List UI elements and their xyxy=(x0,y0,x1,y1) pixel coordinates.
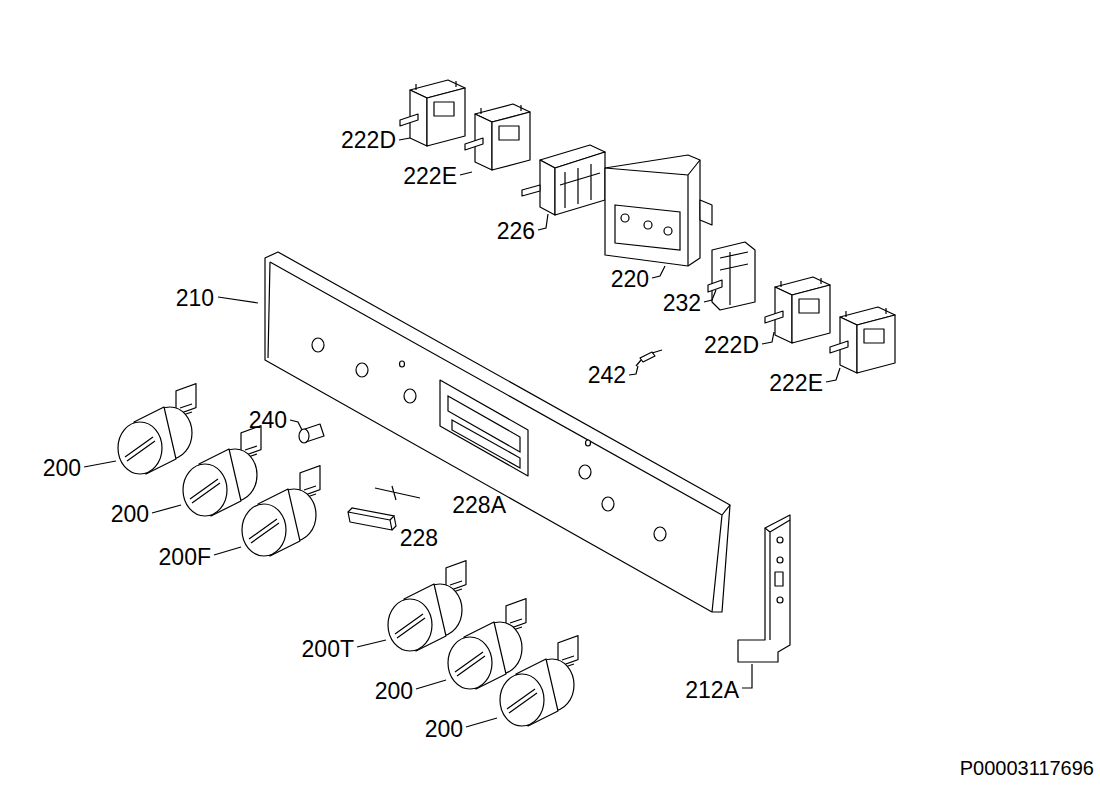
callout-number: 212A xyxy=(685,679,739,702)
selector-switch xyxy=(522,145,605,215)
leader-line xyxy=(214,547,241,555)
callout-number: 240 xyxy=(249,409,287,432)
leader-line xyxy=(762,332,774,344)
callout-number: 228 xyxy=(400,527,438,550)
button-face xyxy=(299,429,309,443)
panel-hole xyxy=(356,363,368,377)
leader-line xyxy=(84,461,116,467)
leader-line xyxy=(742,664,752,688)
leader-line xyxy=(152,505,181,513)
selector-shaft xyxy=(522,185,540,196)
callout-number: 200T xyxy=(302,638,354,661)
callout-number: 242 xyxy=(588,364,626,387)
bracket-slot xyxy=(775,572,783,586)
knob-200 xyxy=(118,384,196,474)
light-guide xyxy=(348,486,420,530)
panel-hole-small xyxy=(586,440,591,446)
panel-hole-small xyxy=(400,361,405,367)
switch-222d-top xyxy=(400,80,465,146)
panel-window-slots xyxy=(448,396,520,468)
panel-window-frame xyxy=(440,380,528,476)
callout-number: 228A xyxy=(452,494,506,517)
callout-number: 200F xyxy=(159,546,211,569)
switch-222e-bottom xyxy=(830,307,895,373)
display-tab xyxy=(700,200,712,225)
callout-number: 232 xyxy=(663,292,701,315)
display-button xyxy=(621,214,629,222)
callout-number: 200 xyxy=(111,503,149,526)
lamp-wire xyxy=(636,350,662,366)
panel-face xyxy=(268,262,730,612)
drawing-code: P00003117696 xyxy=(960,758,1094,778)
bracket-hole xyxy=(777,557,783,563)
callout-number: 222D xyxy=(704,334,759,357)
display-body xyxy=(605,155,700,266)
display-button xyxy=(644,221,652,229)
leader-line xyxy=(704,290,716,302)
callout-number: 200 xyxy=(375,680,413,703)
control-panel xyxy=(265,252,730,612)
leader-lines xyxy=(84,138,840,727)
display-edge xyxy=(605,160,700,266)
leader-line xyxy=(466,718,497,727)
panel-hole xyxy=(579,465,591,479)
panel-hole xyxy=(654,527,666,541)
knob-200f xyxy=(242,466,320,556)
leader-line xyxy=(357,640,386,647)
bracket-hole xyxy=(777,597,783,603)
display-module xyxy=(605,155,712,266)
rod-228a xyxy=(375,486,420,500)
leader-line xyxy=(826,368,840,382)
callout-number: 222E xyxy=(769,372,823,395)
callout-number: 210 xyxy=(176,287,214,310)
bracket-body xyxy=(738,515,790,662)
callout-number: 222D xyxy=(341,129,396,152)
bracket-edge xyxy=(765,520,790,640)
leader-line xyxy=(460,172,472,175)
callout-number: 200 xyxy=(43,457,81,480)
bracket-shaft xyxy=(708,280,722,292)
bracket-hole xyxy=(777,537,783,543)
leader-line xyxy=(290,420,302,430)
callout-number: 220 xyxy=(611,268,649,291)
side-bracket xyxy=(738,515,790,662)
panel-hole xyxy=(602,497,614,511)
callout-number: 226 xyxy=(497,220,535,243)
selector-side xyxy=(540,160,555,215)
leader-line xyxy=(218,297,258,303)
bracket-plate xyxy=(712,242,755,310)
display-button xyxy=(664,227,672,235)
panel-hole xyxy=(404,389,416,403)
knob-200 xyxy=(500,636,578,726)
light-guide-edge xyxy=(348,508,396,530)
callout-number: 200 xyxy=(425,718,463,741)
panel-hole xyxy=(312,338,324,352)
leader-line xyxy=(538,214,548,230)
panel-outline xyxy=(265,252,730,612)
leader-line xyxy=(629,366,638,375)
leader-line xyxy=(652,266,665,278)
selector-front xyxy=(555,152,605,215)
selector-detail xyxy=(560,164,600,208)
knob-200t xyxy=(388,561,466,651)
callout-number: 222E xyxy=(403,165,457,188)
bracket-switch xyxy=(708,242,755,310)
leader-line xyxy=(416,680,446,689)
lamp-body xyxy=(640,352,655,362)
push-button xyxy=(299,424,324,443)
lamp-pin xyxy=(636,350,662,366)
bracket-detail xyxy=(720,252,748,305)
leader-line xyxy=(399,138,410,140)
switch-222d-bottom xyxy=(765,277,830,343)
knob-200 xyxy=(183,426,261,516)
display-window xyxy=(615,205,680,250)
switch-222e-top xyxy=(465,104,530,170)
